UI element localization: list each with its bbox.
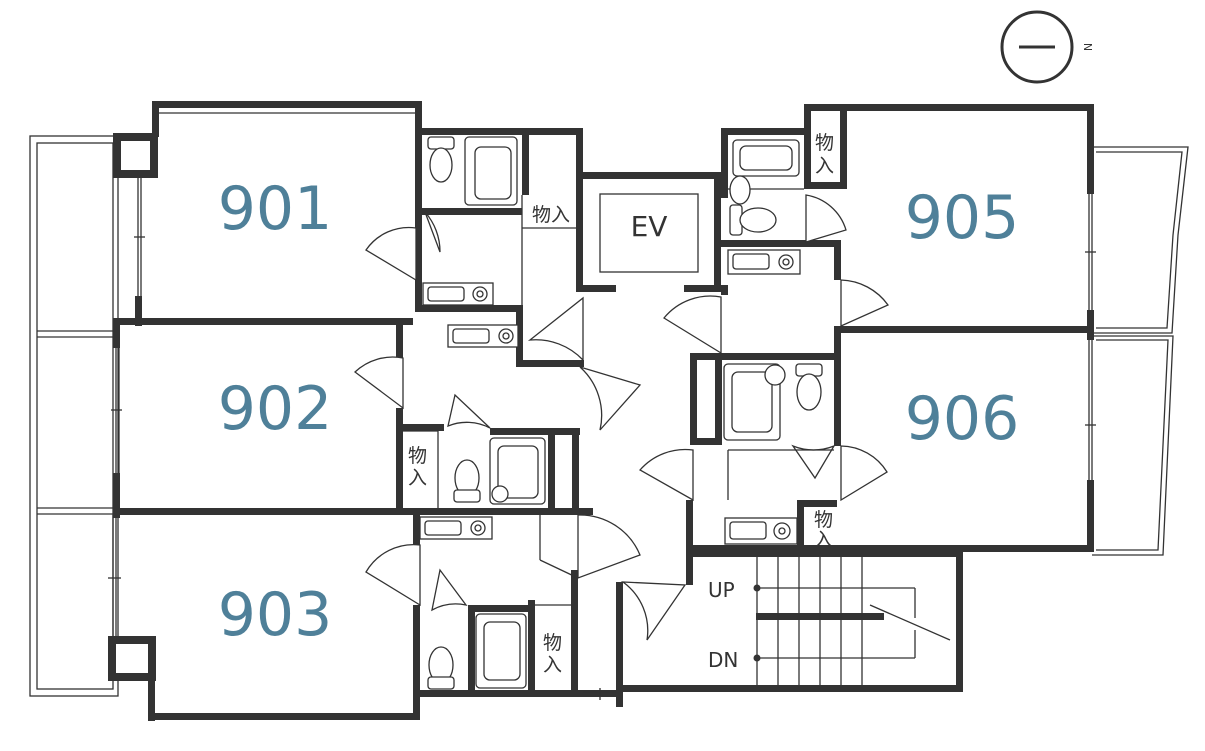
stairs-up-label: UP xyxy=(708,578,735,602)
fixtures xyxy=(419,136,823,690)
storage-label-905-b: 入 xyxy=(815,155,834,177)
storage-label-903-a: 物 xyxy=(543,632,562,654)
balcony-left xyxy=(29,135,119,697)
storage-label-901: 物入 xyxy=(532,204,570,226)
windows xyxy=(108,178,1096,700)
elevator-label: EV xyxy=(631,210,668,243)
storage-label-902-b: 入 xyxy=(408,467,427,489)
unit-901-number: 901 xyxy=(218,174,333,244)
storage-label-902-a: 物 xyxy=(408,445,427,467)
storage-labels: 物入 物 入 物 入 物 入 物 入 xyxy=(408,132,834,676)
unit-906-number: 906 xyxy=(905,384,1020,454)
compass-circle xyxy=(1000,10,1074,84)
unit-numbers: 901 902 903 905 906 xyxy=(218,174,1020,650)
unit-905-number: 905 xyxy=(905,183,1020,253)
unit-903-number: 903 xyxy=(218,580,333,650)
unit-902-number: 902 xyxy=(218,374,333,444)
north-compass: N xyxy=(1000,10,1094,84)
storage-label-906-a: 物 xyxy=(814,509,833,531)
doors xyxy=(353,194,889,641)
stairs-down-label: DN xyxy=(708,648,738,672)
compass-north-label: N xyxy=(1081,43,1094,51)
storage-label-905-a: 物 xyxy=(815,132,834,154)
storage-label-903-b: 入 xyxy=(543,654,562,676)
staircase: UP DN xyxy=(708,557,951,685)
walls xyxy=(108,101,1094,721)
interior-lines xyxy=(159,112,834,606)
storage-label-906-b: 入 xyxy=(814,529,833,551)
balcony-right xyxy=(1092,146,1189,556)
